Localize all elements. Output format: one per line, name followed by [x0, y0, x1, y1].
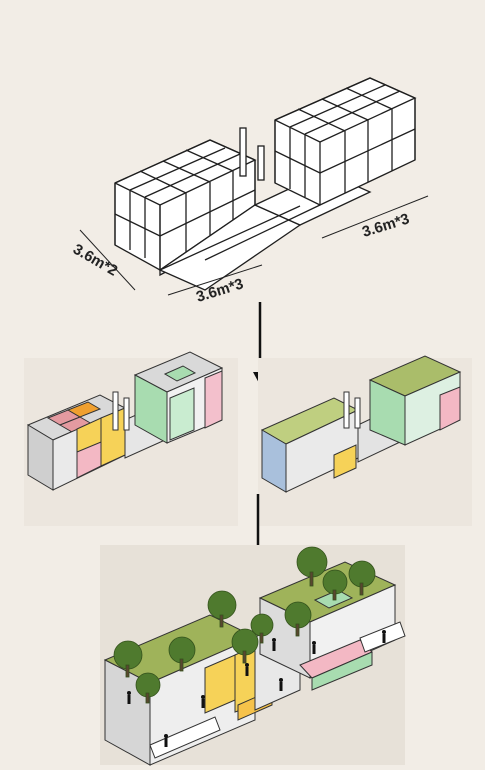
module-color-option-right: [260, 355, 462, 493]
person-icon: [382, 630, 386, 643]
tree-icon: [284, 601, 312, 637]
structural-frame: [114, 77, 417, 291]
trees: [113, 546, 376, 704]
module-color-option-left: [26, 351, 224, 491]
tree-icon: [348, 560, 376, 596]
dimension-label-back: 3.6m*3: [360, 210, 411, 240]
person-icon: [312, 641, 316, 654]
person-icon: [164, 734, 168, 747]
tree-icon: [168, 636, 196, 672]
people: [127, 630, 386, 747]
tree-icon: [322, 569, 348, 601]
person-icon: [127, 691, 131, 704]
tree-icon: [250, 613, 274, 644]
person-icon: [272, 638, 276, 651]
dimension-lines: [79, 195, 429, 296]
tree-icon: [135, 672, 161, 704]
tree-icon: [296, 546, 328, 587]
tree-icon: [207, 590, 237, 628]
person-icon: [201, 695, 205, 708]
tree-icon: [231, 628, 259, 664]
person-icon: [279, 678, 283, 691]
person-icon: [245, 663, 249, 676]
tree-icon: [113, 640, 143, 678]
